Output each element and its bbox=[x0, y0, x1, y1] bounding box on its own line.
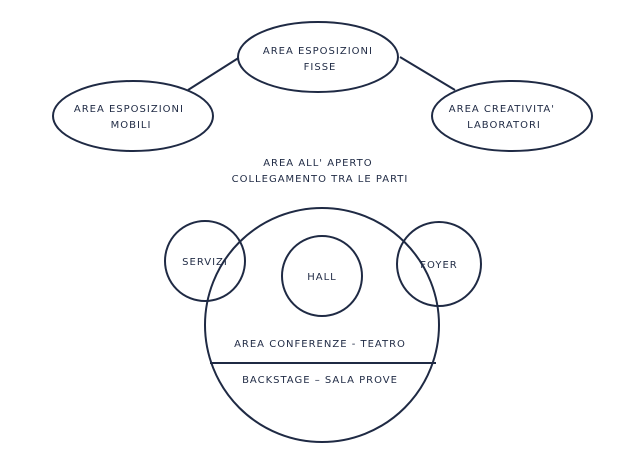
ellipse-area-esposizioni-mobili bbox=[52, 80, 214, 152]
label-backstage: BACKSTAGE – SALA PROVE bbox=[242, 375, 398, 386]
connector-mobili-fisse bbox=[187, 56, 241, 91]
label-teatro: AREA CONFERENZE - TEATRO bbox=[234, 339, 406, 350]
label-center-line-2: COLLEGAMENTO TRA LE PARTI bbox=[232, 174, 409, 185]
label-foyer: FOYER bbox=[420, 260, 457, 271]
label-creativita: AREA CREATIVITA' LABORATORI bbox=[449, 104, 559, 131]
label-creativita-line-1: AREA CREATIVITA' bbox=[449, 104, 555, 115]
label-center-line-1: AREA ALL' APERTO bbox=[263, 158, 372, 169]
label-fisse-line-2: FISSE bbox=[304, 62, 337, 73]
connector-fisse-creativita bbox=[399, 56, 456, 91]
label-creativita-line-2: LABORATORI bbox=[467, 120, 541, 131]
label-mobili-line-1: AREA ESPOSIZIONI bbox=[74, 104, 184, 115]
label-center: AREA ALL' APERTO COLLEGAMENTO TRA LE PAR… bbox=[232, 158, 409, 185]
circle-hall bbox=[281, 235, 363, 317]
label-fisse: AREA ESPOSIZIONI FISSE bbox=[263, 46, 377, 73]
label-fisse-line-1: AREA ESPOSIZIONI bbox=[263, 46, 373, 57]
label-servizi: SERVIZI bbox=[182, 257, 228, 268]
ellipse-area-esposizioni-fisse bbox=[237, 21, 399, 93]
circle-area-conferenze bbox=[204, 207, 440, 443]
label-hall: HALL bbox=[307, 272, 337, 283]
ellipse-area-creativita bbox=[431, 80, 593, 152]
circle-servizi bbox=[164, 220, 246, 302]
label-mobili: AREA ESPOSIZIONI MOBILI bbox=[74, 104, 188, 131]
label-mobili-line-2: MOBILI bbox=[111, 120, 152, 131]
circle-foyer bbox=[396, 221, 482, 307]
